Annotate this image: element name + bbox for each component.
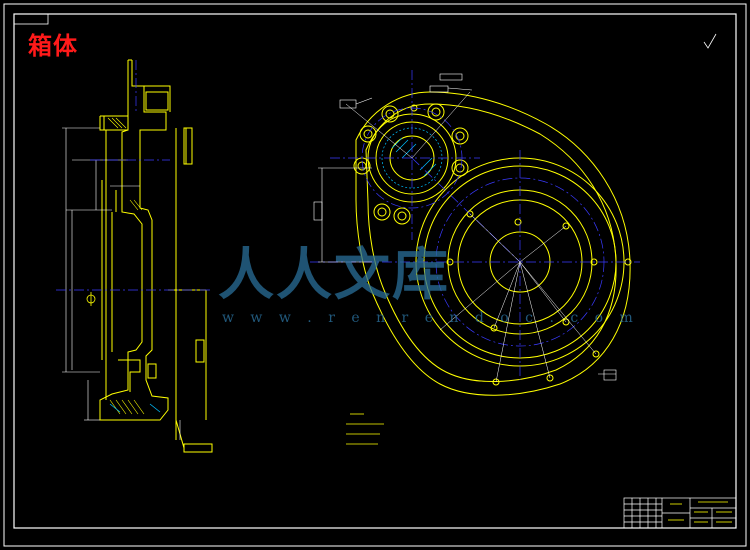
section-view bbox=[99, 59, 213, 453]
notes-block bbox=[346, 413, 384, 445]
section-dimensions bbox=[62, 127, 181, 440]
datum-symbol bbox=[86, 292, 96, 306]
plan-dimensions bbox=[313, 73, 617, 381]
outer-frame bbox=[3, 3, 747, 547]
top-left-tag-box bbox=[13, 13, 49, 25]
roughness-mark bbox=[703, 33, 717, 49]
radial-lines bbox=[345, 91, 597, 383]
section-hatch-cyan bbox=[109, 403, 161, 413]
plan-center-lines bbox=[310, 70, 640, 380]
inner-frame bbox=[13, 13, 737, 529]
watermark-text: 人人文库 bbox=[218, 242, 450, 308]
watermark-url: w w w . r e n r e n d o c . c o m bbox=[222, 310, 639, 326]
drawing-title: 箱体 bbox=[28, 32, 78, 60]
section-center-lines bbox=[56, 60, 210, 291]
title-block-marks bbox=[668, 501, 732, 523]
title-block bbox=[623, 497, 737, 529]
